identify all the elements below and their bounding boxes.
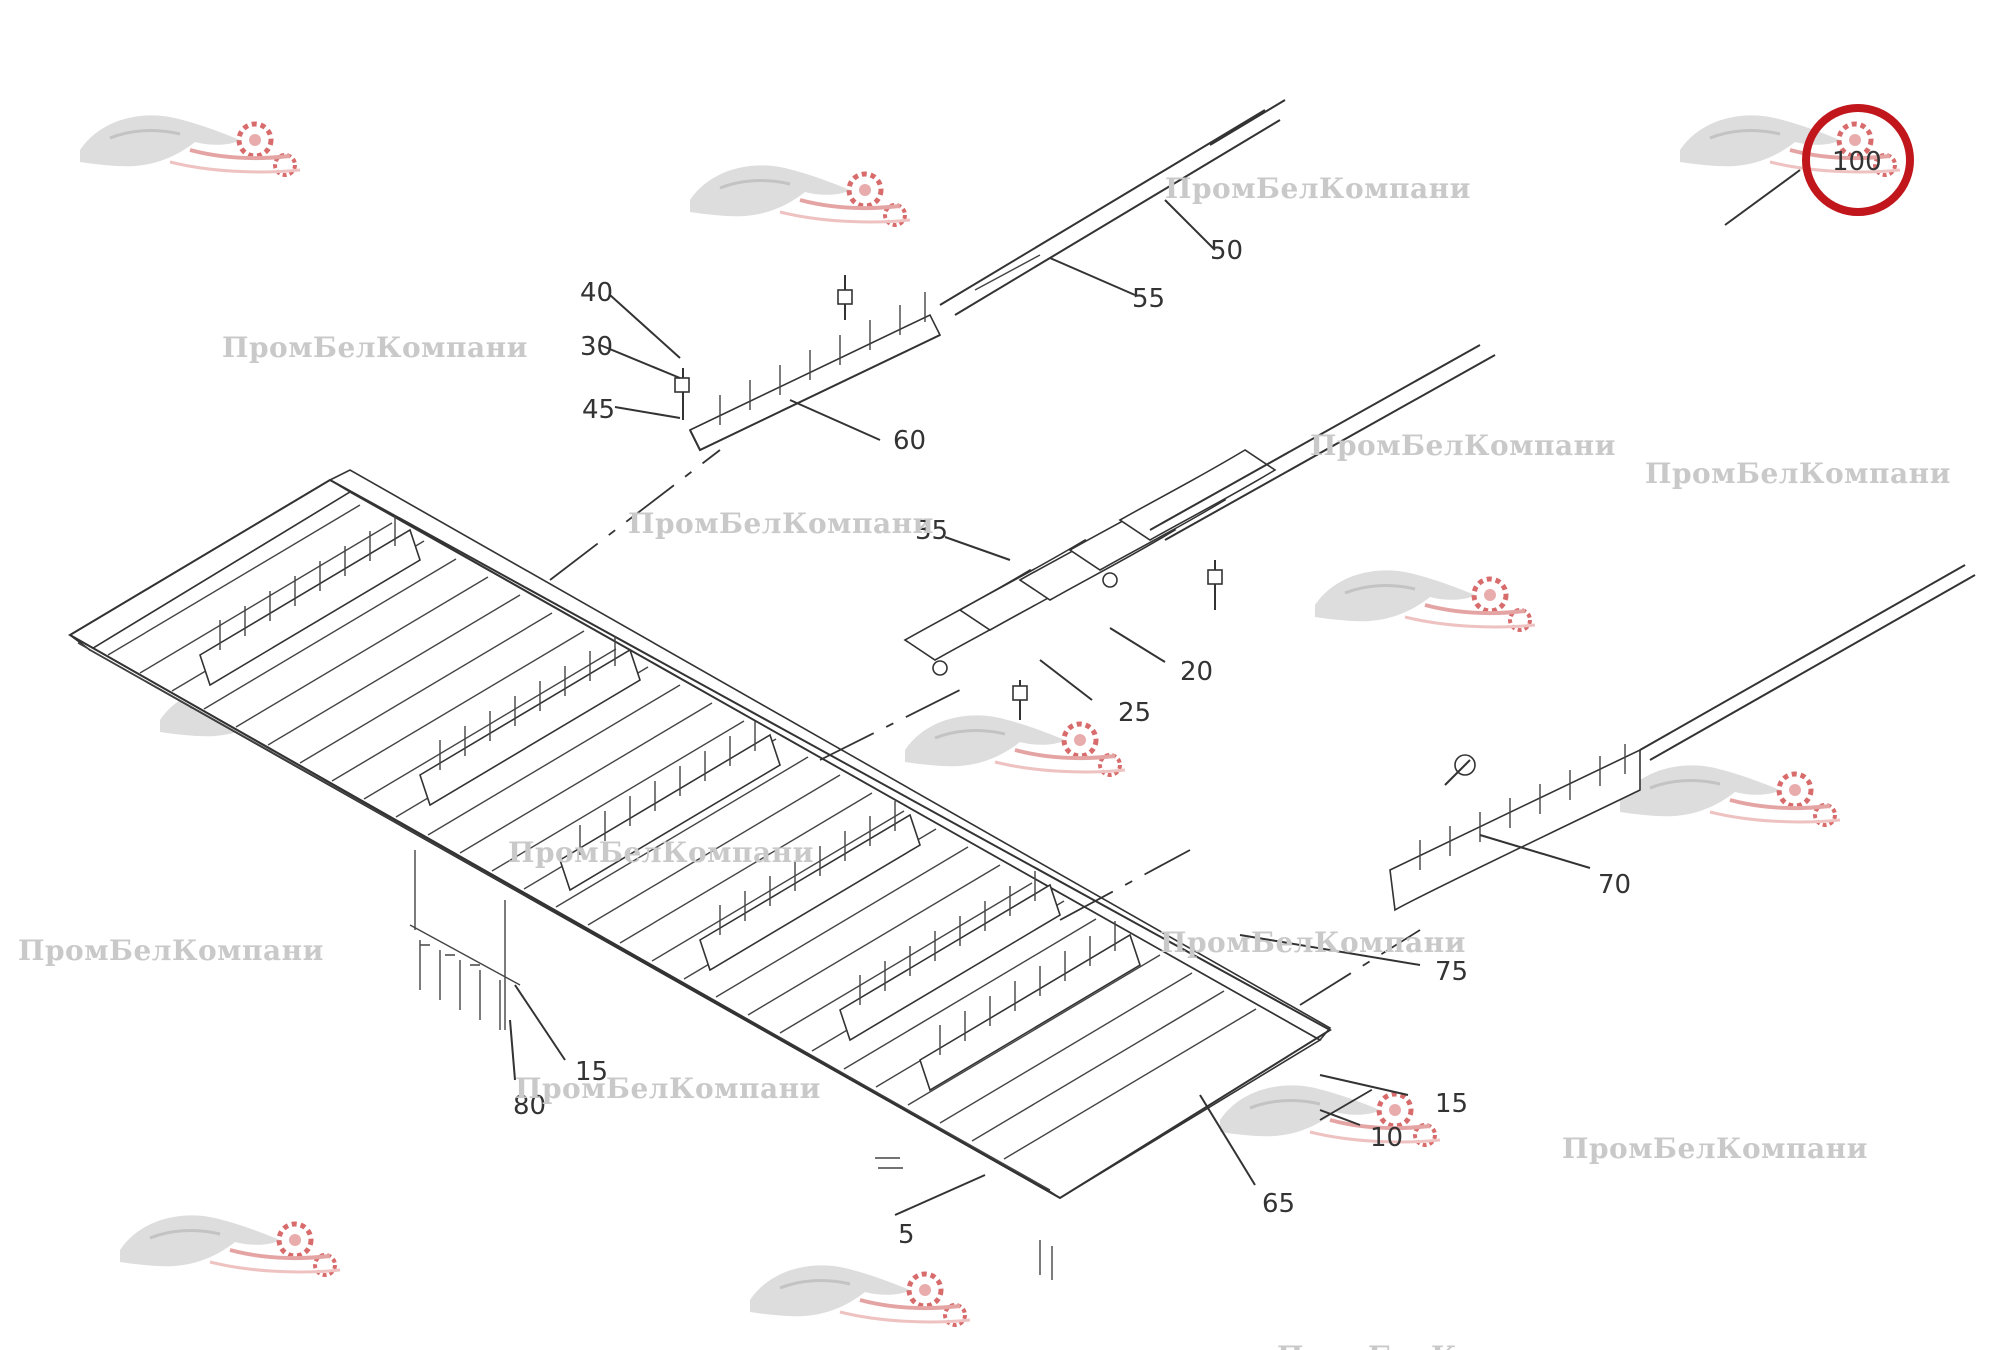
watermark-text: ПромБелКомпани [1277,1340,1583,1350]
callout-10: 10 [1370,1123,1403,1153]
callout-5: 5 [898,1220,915,1250]
callout-15-left: 15 [575,1057,608,1087]
comb-bar [199,516,1141,1092]
watermark-text: ПромБелКомпани [222,331,528,364]
callout-65: 65 [1262,1189,1295,1219]
callout-20: 20 [1180,657,1213,687]
callout-25: 25 [1118,698,1151,728]
callout-35: 35 [915,516,948,546]
watermark-text: ПромБелКомпани [1310,429,1616,462]
watermark-text: ПромБелКомпани [18,934,324,967]
leader-lines [509,169,1801,1216]
callout-labels: 50 55 40 30 45 60 35 20 25 70 75 15 10 6… [513,236,1631,1250]
callout-100: 100 [1832,147,1882,177]
watermark-text: ПромБелКомпани [1165,172,1471,205]
callout-60: 60 [893,426,926,456]
callout-40: 40 [580,278,613,308]
watermark-text: ПромБелКомпани [628,507,934,540]
highlight-ring [1802,104,1914,216]
watermark-text: ПромБелКомпани [1160,926,1466,959]
callout-75: 75 [1435,957,1468,987]
slat-assembly [903,344,1496,720]
callout-30: 30 [580,332,613,362]
watermark-text: ПромБелКомпани [1645,457,1951,490]
callout-80: 80 [513,1091,546,1121]
watermark-text: ПромБелКомпани [515,1072,821,1105]
callout-70: 70 [1598,870,1631,900]
highlight-100[interactable]: 100 [1802,104,1914,216]
comb-assembly-70 [1389,564,1976,912]
bolt-pins [409,850,1053,1280]
watermark-texts: ПромБелКомпани ПромБелКомпани ПромБелКом… [18,172,1951,1350]
watermark-text: ПромБелКомпани [508,836,814,869]
callout-45: 45 [582,395,615,425]
chain-frame-assembly [68,469,1332,1280]
callout-15-right: 15 [1435,1089,1468,1119]
callout-50: 50 [1210,236,1243,266]
watermark-text: ПромБелКомпани [1562,1132,1868,1165]
comb-assembly-60 [674,99,1286,452]
callout-55: 55 [1132,284,1165,314]
